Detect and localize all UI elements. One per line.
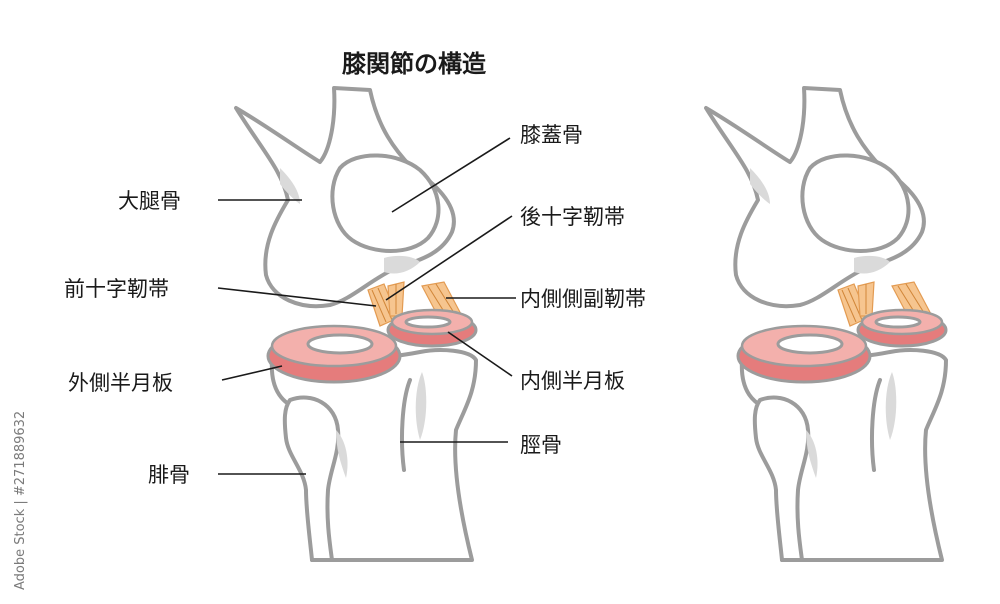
lateral-meniscus-left — [266, 324, 402, 384]
patella-left — [330, 153, 441, 253]
label-tibia: 脛骨 — [520, 433, 562, 457]
medial-meniscus-right — [856, 308, 948, 348]
label-medial-meniscus: 内側半月板 — [520, 369, 625, 393]
fibula-right — [752, 395, 811, 562]
leader-pcl — [385, 215, 513, 301]
pcl-left — [387, 281, 405, 317]
label-acl: 前十字靭帯 — [64, 277, 169, 301]
diagram-title: 膝関節の構造 — [342, 50, 486, 78]
leader-lateral-meniscus — [221, 365, 283, 381]
right-knee-illustration — [704, 86, 948, 562]
leader-medial-meniscus — [447, 331, 513, 377]
left-knee-illustration — [234, 86, 478, 562]
label-femur: 大腿骨 — [118, 189, 181, 213]
label-patella: 膝蓋骨 — [520, 123, 583, 147]
label-mcl: 内側側副靭帯 — [520, 287, 646, 311]
stock-id: Adobe Stock | #271889632 — [13, 411, 28, 590]
femur-shade-left — [280, 168, 300, 204]
lateral-meniscus-right — [736, 324, 872, 384]
leader-patella — [391, 137, 511, 213]
medial-meniscus-left — [386, 308, 478, 348]
label-pcl: 後十字靭帯 — [520, 205, 625, 229]
label-fibula: 腓骨 — [148, 463, 190, 487]
label-lateral-meniscus: 外側半月板 — [68, 371, 173, 395]
leader-acl — [217, 287, 377, 307]
fibula-left — [282, 395, 341, 562]
pcl-right — [857, 281, 875, 317]
patella-right — [800, 153, 911, 253]
